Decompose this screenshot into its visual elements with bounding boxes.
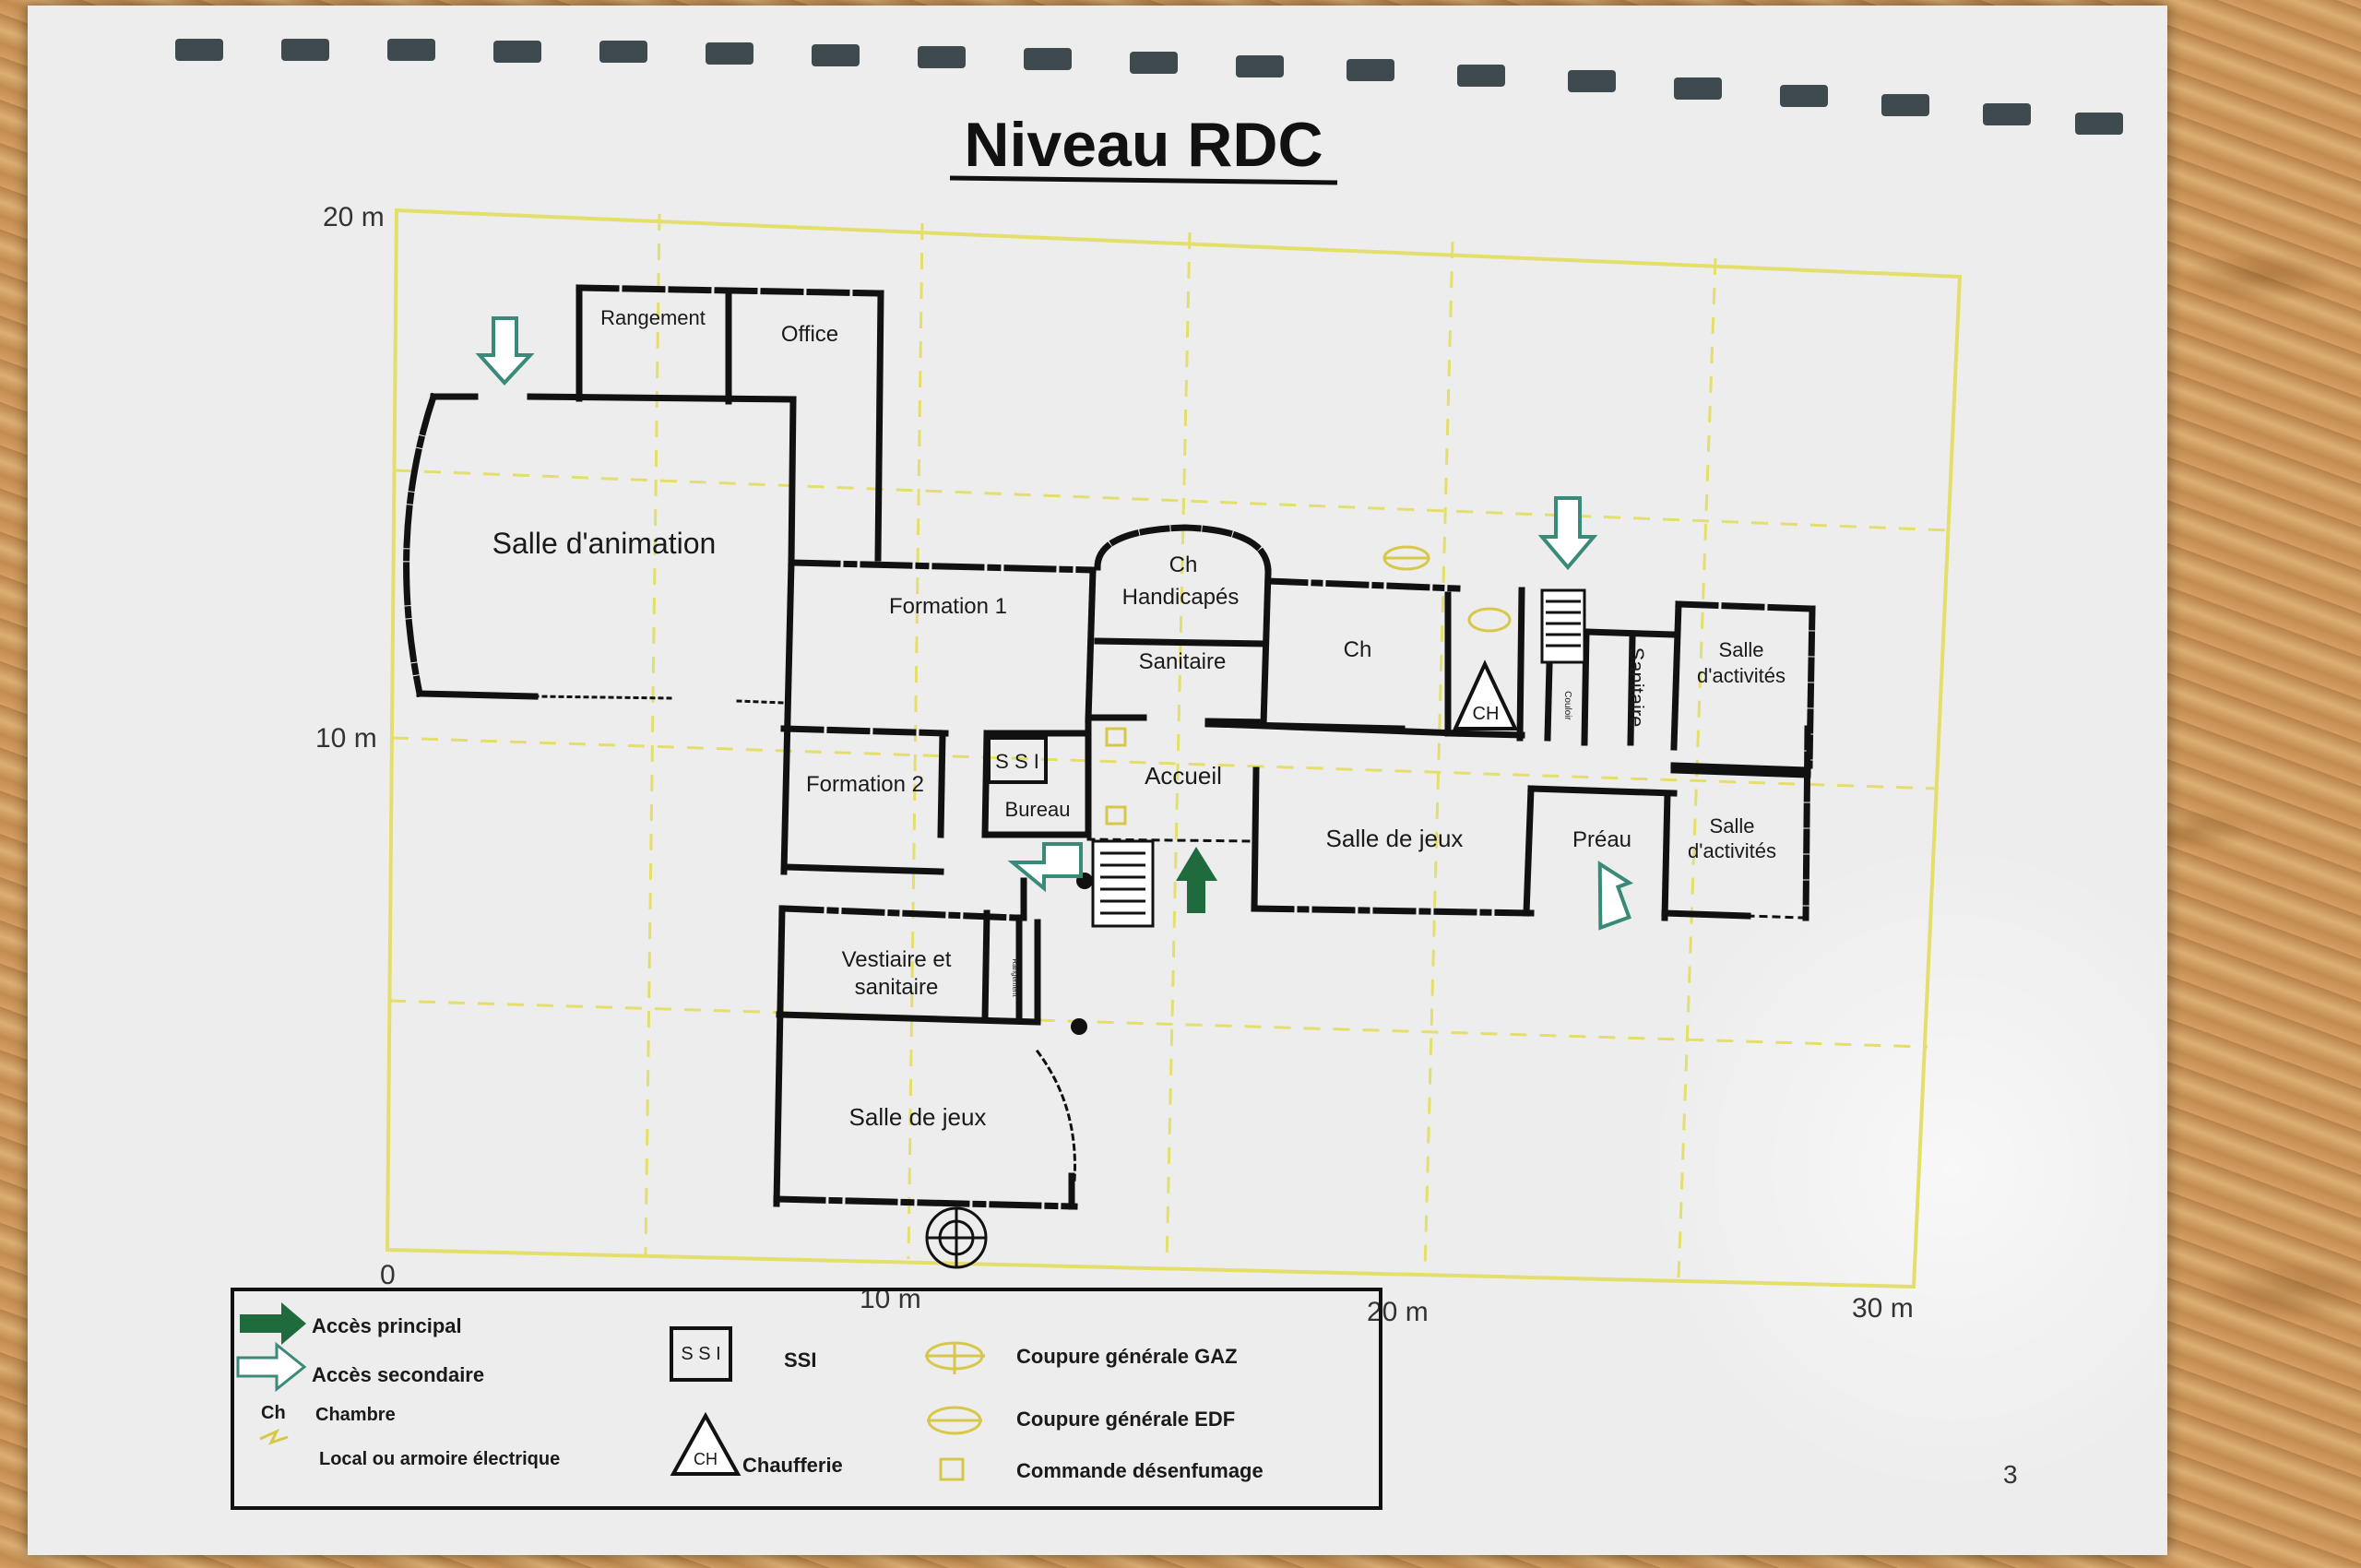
page-title: Niveau RDC — [964, 110, 1323, 180]
scale-x-20: 20 m — [1367, 1297, 1429, 1327]
room-accueil: Accueil — [1145, 762, 1222, 790]
room-ch: Ch — [1344, 637, 1372, 662]
legend-ssi-box-icon — [670, 1326, 732, 1382]
desenfumage-symbol — [1105, 727, 1127, 826]
staircase-right — [1540, 588, 1586, 664]
room-salle-activites-1b: d'activités — [1697, 664, 1786, 687]
secondary-access-arrow — [475, 316, 535, 386]
legend-ssi-box-label: S S I — [681, 1344, 720, 1364]
room-vestiaire-2: sanitaire — [855, 975, 939, 1000]
room-sanitaire-centre: Sanitaire — [1139, 649, 1227, 674]
legend-gas-icon — [925, 1341, 985, 1374]
legend-desenfumage-icon — [939, 1457, 965, 1481]
chaufferie-symbol: CH — [1452, 659, 1519, 731]
legend-secondary-arrow-icon — [236, 1341, 307, 1393]
chaufferie-label: CH — [1473, 704, 1500, 724]
secondary-access-arrow — [1597, 861, 1634, 931]
legend-edf: Coupure générale EDF — [1016, 1408, 1235, 1431]
secondary-access-arrow — [1007, 842, 1083, 893]
legend: Accès principal Accès secondaire Ch Cham… — [231, 1288, 1382, 1510]
grid — [385, 208, 1963, 1289]
floor-plan-sheet — [28, 6, 2167, 1555]
room-salle-animation: Salle d'animation — [492, 527, 717, 560]
legend-ch-triangle: CH — [694, 1450, 718, 1468]
room-salle-activites-1a: Salle — [1719, 638, 1764, 661]
legend-gaz: Coupure générale GAZ — [1016, 1345, 1238, 1368]
legend-chambre: Chambre — [315, 1405, 396, 1425]
room-rangement: Rangement — [600, 306, 706, 329]
staircase-center — [1091, 839, 1155, 928]
legend-chaufferie: Chaufferie — [742, 1454, 843, 1477]
room-preau: Préau — [1572, 827, 1631, 852]
legend-box — [231, 1288, 1382, 1510]
room-labels: Salle d'animation Rangement Office Forma… — [492, 306, 1786, 1131]
room-salle-activites-2b: d'activités — [1688, 839, 1776, 862]
gas-cutoff-symbol — [1382, 545, 1430, 571]
scale-y-20: 20 m — [323, 202, 385, 232]
edf-cutoff-symbol — [1467, 607, 1512, 633]
scale-x-30: 30 m — [1852, 1293, 1914, 1324]
room-vestiaire-1: Vestiaire et — [842, 947, 952, 972]
room-salle-de-jeux-2: Salle de jeux — [849, 1103, 987, 1131]
room-ch-handicapes-2: Handicapés — [1122, 585, 1240, 610]
spiral-staircase — [925, 1206, 988, 1269]
walls — [403, 284, 1816, 1210]
room-rangement-small: Rangement — [1011, 958, 1019, 997]
legend-ssi: SSI — [784, 1348, 816, 1372]
title-underline — [949, 175, 1338, 185]
legend-secondary-access: Accès secondaire — [312, 1363, 484, 1386]
room-salle-activites-2a: Salle — [1710, 814, 1755, 837]
legend-edf-icon — [927, 1406, 982, 1435]
legend-desenfumage: Commande désenfumage — [1016, 1459, 1264, 1482]
legend-ch-abbr: Ch — [261, 1403, 286, 1423]
ssi-box: S S I — [987, 736, 1048, 784]
legend-main-arrow-icon — [240, 1302, 306, 1345]
room-formation-1: Formation 1 — [889, 594, 1007, 619]
scale-labels: 20 m 10 m 0 10 m 20 m 30 m — [315, 202, 1914, 1327]
main-access-arrow — [1176, 847, 1217, 913]
legend-local: Local ou armoire électrique — [319, 1449, 560, 1469]
room-formation-2: Formation 2 — [806, 772, 924, 797]
room-couloir: Couloir — [1562, 691, 1572, 720]
binder-holes — [175, 39, 2123, 135]
room-ch-handicapes-1: Ch — [1169, 552, 1198, 577]
marker-dot — [1071, 1018, 1087, 1035]
room-bureau: Bureau — [1005, 798, 1071, 821]
scale-y-10: 10 m — [315, 723, 377, 754]
page-number: 3 — [2003, 1460, 2018, 1489]
room-office: Office — [781, 322, 838, 347]
legend-chaufferie-icon — [670, 1411, 742, 1476]
plastic-glare — [1642, 836, 2158, 1500]
legend-electric-icon — [259, 1428, 289, 1445]
room-salle-de-jeux-1: Salle de jeux — [1326, 825, 1464, 852]
legend-main-access: Accès principal — [312, 1314, 462, 1337]
ssi-label: S S I — [995, 750, 1039, 773]
scale-origin: 0 — [380, 1260, 396, 1290]
room-sanitaire-vertical: Sanitaire — [1625, 647, 1648, 728]
secondary-access-arrow — [1537, 496, 1598, 571]
